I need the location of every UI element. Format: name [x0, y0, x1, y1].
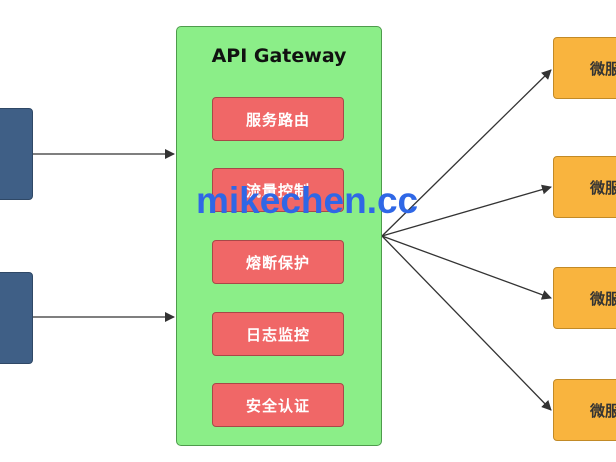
microservice-label: 微服 [590, 289, 616, 308]
microservice-box-1: 微服 [553, 37, 616, 99]
client-box-2 [0, 272, 33, 364]
microservice-box-4: 微服 [553, 379, 616, 441]
gateway-title: API Gateway [211, 45, 347, 67]
log-monitoring-box: 日志监控 [212, 312, 344, 356]
gateway-to-service-3-arrow [381, 235, 552, 300]
microservice-label: 微服 [590, 59, 616, 78]
watermark-text: mikechen.cc [196, 180, 419, 221]
microservice-box-3: 微服 [553, 267, 616, 329]
microservice-label: 微服 [590, 178, 616, 197]
gateway-to-service-4-arrow [381, 235, 552, 411]
security-auth-box: 安全认证 [212, 383, 344, 427]
api-gateway-box: API Gateway 服务路由 流量控制 熔断保护 日志监控 安全认证 [176, 26, 382, 446]
traffic-control-box: 流量控制 [212, 168, 344, 212]
gateway-to-service-1-arrow [381, 69, 552, 237]
circuit-breaker-box: 熔断保护 [212, 240, 344, 284]
client-box-1 [0, 108, 33, 200]
microservice-label: 微服 [590, 401, 616, 420]
gateway-to-service-2-arrow [381, 184, 552, 237]
service-routing-box: 服务路由 [212, 97, 344, 141]
microservice-box-2: 微服 [553, 156, 616, 218]
